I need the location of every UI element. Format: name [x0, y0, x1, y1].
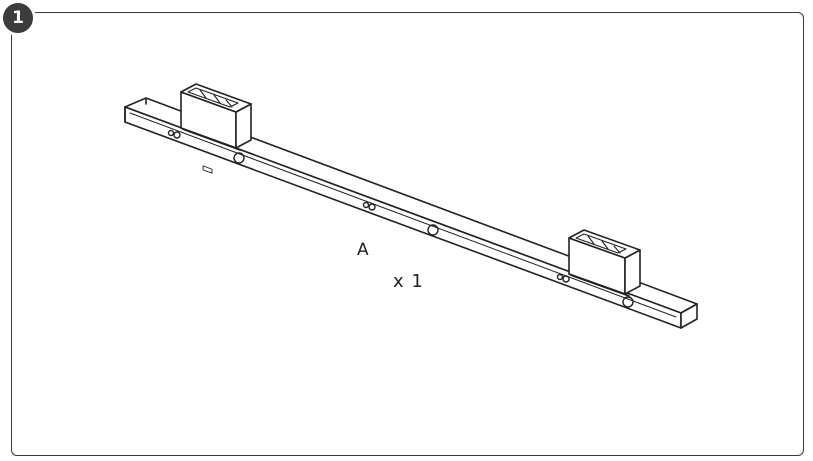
step-number-badge: 1 [0, 0, 36, 36]
part-letter-label: A [357, 240, 370, 260]
part-quantity-label: x 1 [393, 271, 424, 292]
beam [124, 97, 698, 329]
beam-holes [167, 129, 634, 308]
left-bracket [180, 83, 252, 174]
right-bracket [568, 229, 641, 297]
step-frame [11, 12, 804, 456]
